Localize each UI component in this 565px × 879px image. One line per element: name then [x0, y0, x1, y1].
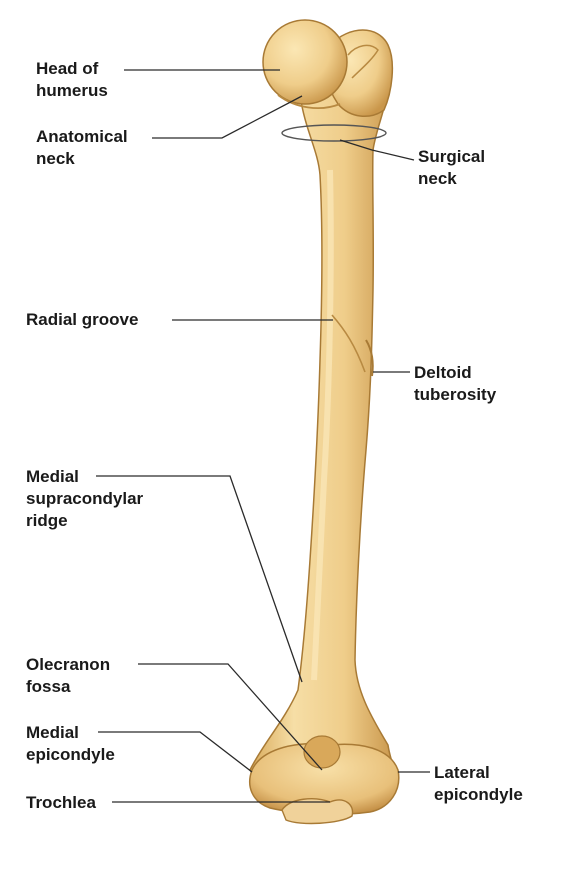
anatomical-neck-line — [277, 94, 341, 110]
leader-olecranon — [138, 663, 323, 771]
olecranon-fossa-area — [303, 735, 341, 769]
label-trochlea: Trochlea — [26, 793, 96, 812]
leader-medial-epicondyle — [98, 731, 253, 773]
humerus-shaft — [249, 89, 397, 791]
leader-lines — [96, 69, 430, 803]
leader-surgical-neck — [339, 139, 415, 161]
radial-groove-mark — [331, 314, 366, 373]
surgical-neck-ring — [281, 124, 387, 142]
deltoid-tuberosity-mark — [365, 339, 374, 377]
shaft-highlight — [311, 169, 334, 681]
label-radial-groove: Radial groove — [26, 310, 139, 329]
tubercle-groove — [347, 44, 379, 79]
leader-supracondylar — [96, 475, 303, 683]
trochlea-shape — [281, 798, 354, 825]
humerus-bone — [249, 19, 400, 825]
humeral-head — [262, 19, 348, 105]
leader-anatomical-neck — [152, 95, 303, 139]
